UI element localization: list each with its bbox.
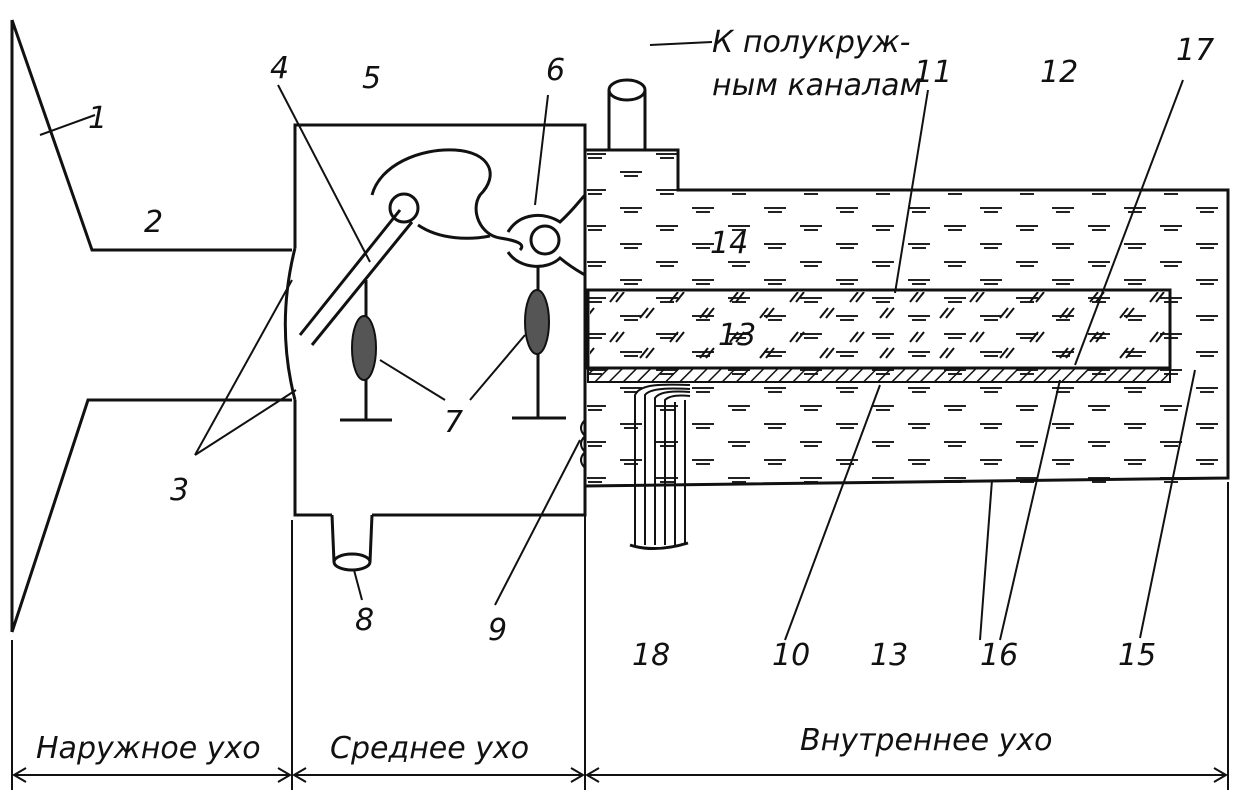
label-2: 2 xyxy=(144,205,163,240)
ossicles xyxy=(298,148,587,346)
outer-ear xyxy=(10,19,292,633)
label-1: 1 xyxy=(88,101,107,136)
top-label: К полукруж- ным каналам xyxy=(712,25,922,103)
label-10: 10 xyxy=(772,638,810,673)
label-9: 9 xyxy=(488,613,507,648)
label-6: 6 xyxy=(546,53,565,88)
part-numbers: 1 2 3 4 5 6 7 8 9 10 11 12 13 13 14 15 1… xyxy=(88,33,1214,673)
label-3: 3 xyxy=(170,473,189,508)
inner-ear xyxy=(584,78,1230,550)
section-labels: Наружное ухо Среднее ухо Внутреннее ухо xyxy=(36,723,1052,766)
label-4: 4 xyxy=(270,51,289,86)
label-14: 14 xyxy=(710,226,748,261)
label-13b: 13 xyxy=(870,638,908,673)
label-5: 5 xyxy=(362,61,381,96)
leader-lines xyxy=(39,41,1196,641)
label-13a: 13 xyxy=(718,318,756,353)
label-11: 11 xyxy=(914,55,952,90)
section-dimension-lines xyxy=(11,482,1229,790)
label-8: 8 xyxy=(355,603,374,638)
round-window xyxy=(580,419,587,469)
middle-ear-muscles xyxy=(340,265,566,422)
section-middle-ear: Среднее ухо xyxy=(330,731,529,766)
eardrum xyxy=(283,247,297,401)
section-outer-ear: Наружное ухо xyxy=(36,731,261,766)
label-17: 17 xyxy=(1176,33,1214,68)
label-18: 18 xyxy=(632,638,670,673)
middle-ear-cavity xyxy=(293,123,587,572)
label-16: 16 xyxy=(980,638,1018,673)
label-12: 12 xyxy=(1040,55,1078,90)
top-label-line1: К полукруж- xyxy=(712,25,911,60)
section-inner-ear: Внутреннее ухо xyxy=(800,723,1052,758)
label-7: 7 xyxy=(444,405,463,440)
top-label-line2: ным каналам xyxy=(712,68,922,103)
label-15: 15 xyxy=(1118,638,1156,673)
